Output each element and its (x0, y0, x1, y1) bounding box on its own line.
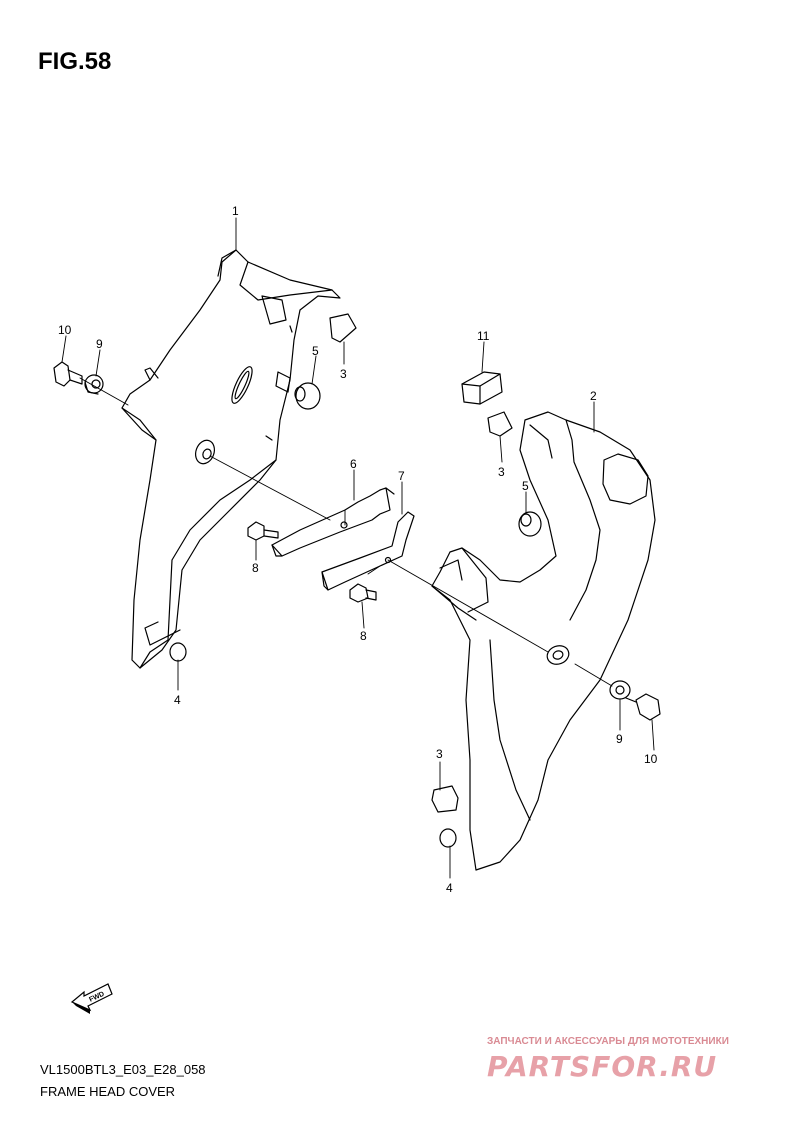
frame-head-cover-right (431, 411, 656, 871)
cushion-3-right (487, 411, 513, 437)
watermark-tagline: ЗАПЧАСТИ И АКСЕССУАРЫ ДЛЯ МОТОТЕХНИКИ (487, 1036, 729, 1047)
figure-title: FIG.58 (38, 48, 112, 75)
callout-labels: 1 2 3 3 3 4 4 5 5 6 7 8 8 9 9 10 10 11 (58, 204, 658, 895)
grommet-9-left (84, 374, 104, 395)
callout-10-left: 10 (58, 323, 72, 337)
callout-2: 2 (590, 389, 597, 403)
grommet-5-left (275, 371, 321, 410)
callout-leaders (61, 217, 655, 879)
callout-1: 1 (232, 204, 239, 218)
callout-4-lower: 4 (446, 881, 453, 895)
callout-10-right: 10 (644, 752, 658, 766)
bolt-8-upper (247, 521, 279, 541)
callout-7: 7 (398, 469, 405, 483)
fwd-arrow-icon: FWD (70, 983, 113, 1014)
callout-8-lower: 8 (360, 629, 367, 643)
diagram-code: VL1500BTL3_E03_E28_058 (40, 1062, 206, 1077)
callout-3-right: 3 (498, 465, 505, 479)
watermark-brand: PARTSFOR.RU (487, 1050, 718, 1083)
diagram-title: FRAME HEAD COVER (40, 1084, 176, 1099)
nut-4-left (169, 642, 187, 662)
callout-6: 6 (350, 457, 357, 471)
grommet-9-right (609, 680, 631, 700)
callout-5-left: 5 (312, 344, 319, 358)
leader-lines (79, 377, 613, 687)
block-11 (461, 371, 503, 405)
frame-head-cover-left (121, 249, 341, 669)
grommet-5-right (518, 511, 542, 537)
callout-5-right: 5 (522, 479, 529, 493)
callout-8-upper: 8 (252, 561, 259, 575)
callout-3-lower: 3 (436, 747, 443, 761)
bracket-7 (321, 511, 415, 591)
nut-4-lower (439, 828, 457, 848)
screw-10-right (625, 693, 661, 721)
cushion-3-upper-left (329, 313, 357, 343)
callout-9-left: 9 (96, 337, 103, 351)
screw-10-left (53, 361, 83, 387)
cushion-3-lower (431, 785, 459, 813)
callout-3-upper: 3 (340, 367, 347, 381)
callout-4-left: 4 (174, 693, 181, 707)
bolt-8-lower (349, 583, 377, 603)
bracket-6 (271, 487, 395, 557)
callout-9-right: 9 (616, 732, 623, 746)
callout-11: 11 (477, 329, 490, 343)
